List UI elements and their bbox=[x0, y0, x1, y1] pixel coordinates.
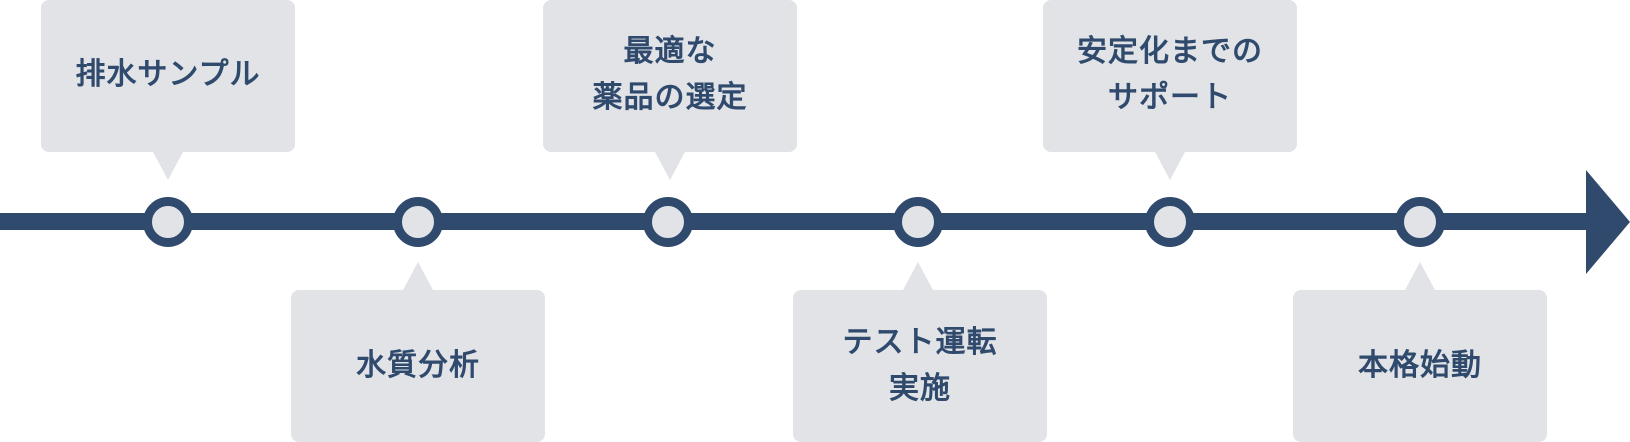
timeline-arrow-head bbox=[1586, 170, 1630, 274]
step-pointer-1 bbox=[153, 152, 183, 180]
step-pointer-2 bbox=[403, 262, 433, 290]
step-pointer-6 bbox=[1405, 262, 1435, 290]
step-card-5: 安定化までの サポート bbox=[1043, 0, 1297, 152]
step-node-3 bbox=[643, 197, 693, 247]
step-label-1: 排水サンプル bbox=[75, 57, 261, 92]
step-label-2: 水質分析 bbox=[356, 348, 480, 383]
step-pointer-5 bbox=[1155, 152, 1185, 180]
step-pointer-4 bbox=[903, 262, 933, 290]
step-node-1 bbox=[143, 197, 193, 247]
step-node-5 bbox=[1145, 197, 1195, 247]
step-label-6: 本格始動 bbox=[1358, 348, 1482, 383]
step-card-4: テスト運転 実施 bbox=[793, 290, 1047, 442]
step-card-2: 水質分析 bbox=[291, 290, 545, 442]
step-node-2 bbox=[393, 197, 443, 247]
step-pointer-3 bbox=[655, 152, 685, 180]
step-card-6: 本格始動 bbox=[1293, 290, 1547, 442]
step-card-3: 最適な 薬品の選定 bbox=[543, 0, 797, 152]
step-node-4 bbox=[893, 197, 943, 247]
timeline-axis bbox=[0, 213, 1595, 230]
step-label-5: 安定化までの サポート bbox=[1077, 34, 1263, 115]
step-card-1: 排水サンプル bbox=[41, 0, 295, 152]
step-node-6 bbox=[1395, 197, 1445, 247]
step-label-4: テスト運転 実施 bbox=[842, 325, 998, 406]
step-label-3: 最適な 薬品の選定 bbox=[592, 34, 748, 115]
